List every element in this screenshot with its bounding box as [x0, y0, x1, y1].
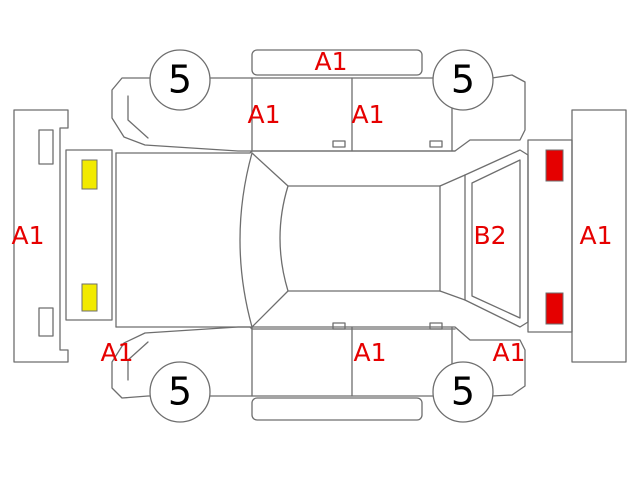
front-lamp-top: [81, 159, 98, 190]
code-front-door-top: A1: [247, 100, 280, 129]
code-roof-top-panel: A1: [314, 47, 347, 76]
tire-label-front-left: 5: [168, 58, 192, 102]
rear-lamp-bottom: [545, 292, 564, 325]
code-front-fender-bottom: A1: [100, 338, 133, 367]
code-rear-bumper: A1: [579, 221, 612, 250]
bottom-rear-door-handle: [429, 322, 443, 330]
front-bumper-view: [13, 109, 113, 363]
rear-bumper-outline: [571, 109, 627, 363]
front-bumper-slot-top: [38, 129, 54, 165]
bottom-front-door-handle: [332, 322, 346, 330]
roof-bottom-edge: [251, 290, 441, 328]
hood-bottom-edge: [115, 326, 253, 330]
top-front-door-handle: [332, 140, 346, 148]
tire-label-rear-left: 5: [451, 58, 475, 102]
center-top-view: [115, 149, 529, 330]
front-lamp-bottom: [81, 283, 98, 312]
top-side-view: [111, 49, 526, 152]
bottom-roof-rail-panel: [251, 397, 423, 421]
windshield-outer: [239, 152, 253, 328]
windshield-inner: [279, 185, 289, 292]
back-door-glass: [471, 159, 521, 319]
code-rear-fender-bottom: A1: [492, 338, 525, 367]
tire-label-rear-right: 5: [451, 370, 475, 414]
tire-circle-rear-right: [432, 361, 494, 423]
tire-label-front-right: 5: [168, 370, 192, 414]
top-front-curve: [127, 95, 149, 139]
tire-circle-rear-left: [432, 49, 494, 111]
rear-bumper-view: [527, 109, 627, 363]
code-back-door: B2: [473, 221, 506, 250]
code-rear-door-top: A1: [351, 100, 384, 129]
front-bumper-outline: [13, 109, 69, 363]
code-front-bumper: A1: [11, 221, 44, 250]
front-grille-panel: [65, 149, 113, 321]
rear-lamp-top: [545, 149, 564, 182]
tire-circle-front-right: [149, 361, 211, 423]
tire-circle-front-left: [149, 49, 211, 111]
hood-top-edge: [115, 150, 253, 154]
code-door-bottom: A1: [353, 338, 386, 367]
bottom-front-curve: [127, 341, 149, 381]
roof-top-edge: [251, 152, 441, 187]
bottom-side-view: [111, 322, 526, 423]
front-bumper-slot-bottom: [38, 307, 54, 337]
top-roof-rail-panel: [251, 49, 423, 76]
rear-pillar-lines: [439, 174, 466, 301]
top-rear-door-handle: [429, 140, 443, 148]
